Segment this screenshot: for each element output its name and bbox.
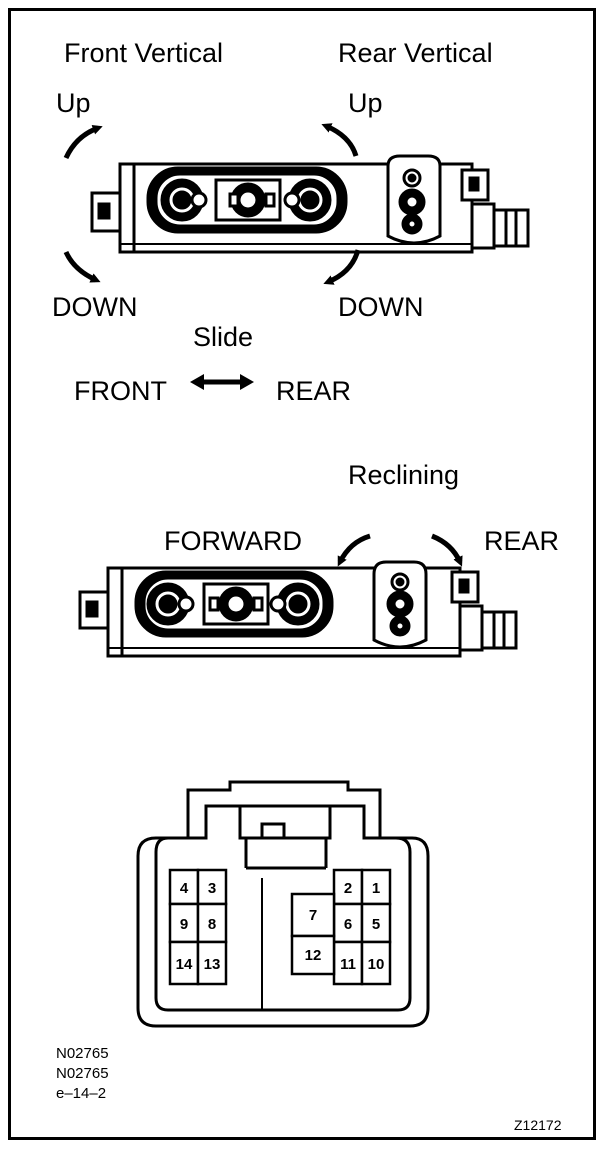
rear-up-arrow xyxy=(321,123,359,157)
pin-cell xyxy=(360,940,392,986)
rear-down-label: DOWN xyxy=(338,292,424,322)
pin-6: 6 xyxy=(344,916,352,933)
pin-7: 7 xyxy=(309,907,317,924)
pin-5: 5 xyxy=(372,916,380,933)
pin-cell xyxy=(196,902,228,944)
pin-cell xyxy=(290,892,336,938)
edition-code: e–14–2 xyxy=(56,1085,107,1102)
pin-1: 1 xyxy=(372,880,380,897)
reclining-rear-label: REAR xyxy=(484,526,560,556)
pin-11: 11 xyxy=(340,956,356,973)
part-code-1: N02765 xyxy=(56,1045,109,1062)
pin-8: 8 xyxy=(208,916,216,933)
rear-down-arrow xyxy=(323,249,361,285)
pin-10: 10 xyxy=(368,956,385,973)
pin-13: 13 xyxy=(204,956,221,973)
pin-cell xyxy=(360,902,392,944)
reclining-rear-arrow xyxy=(431,533,463,567)
left-terminal-tab xyxy=(90,191,124,233)
pin-14: 14 xyxy=(176,956,193,973)
pin-numbers: 4 3 9 8 14 13 2 1 6 5 11 10 7 12 xyxy=(176,880,385,973)
slide-front-label: FRONT xyxy=(74,376,167,406)
part-code-2: N02765 xyxy=(56,1065,109,1082)
vertical-arrows xyxy=(63,123,361,285)
pin-2: 2 xyxy=(344,880,352,897)
pin-grid xyxy=(168,868,392,986)
pin-9: 9 xyxy=(180,916,188,933)
front-down-arrow xyxy=(63,250,101,283)
top-switch-assembly xyxy=(90,154,530,254)
front-up-label: Up xyxy=(56,88,91,118)
front-down-label: DOWN xyxy=(52,292,138,322)
pin-cell xyxy=(290,934,336,976)
slide-title: Slide xyxy=(193,322,254,352)
pin-3: 3 xyxy=(208,880,216,897)
pin-4: 4 xyxy=(180,880,189,897)
reclining-title: Reclining xyxy=(348,460,460,490)
front-vertical-label: Front Vertical xyxy=(64,38,224,68)
pin-cell xyxy=(196,940,228,986)
reclining-arrows xyxy=(337,533,463,567)
front-up-arrow xyxy=(63,125,103,160)
rear-up-label: Up xyxy=(348,88,383,118)
harness-plug xyxy=(492,208,530,248)
figure-code: Z12172 xyxy=(514,1117,562,1133)
slide-rear-label: REAR xyxy=(276,376,352,406)
reclining-forward-arrow xyxy=(337,533,371,567)
slide-double-arrow xyxy=(190,374,254,390)
connector-shell xyxy=(136,780,430,1028)
figure-frame xyxy=(8,8,596,1140)
reclining-switch-assembly xyxy=(78,560,518,658)
connector-face xyxy=(136,780,430,1028)
reclining-forward-label: FORWARD xyxy=(164,526,302,556)
rear-vertical-label: Rear Vertical xyxy=(338,38,493,68)
pin-12: 12 xyxy=(305,947,322,964)
harness-plug xyxy=(480,610,518,650)
